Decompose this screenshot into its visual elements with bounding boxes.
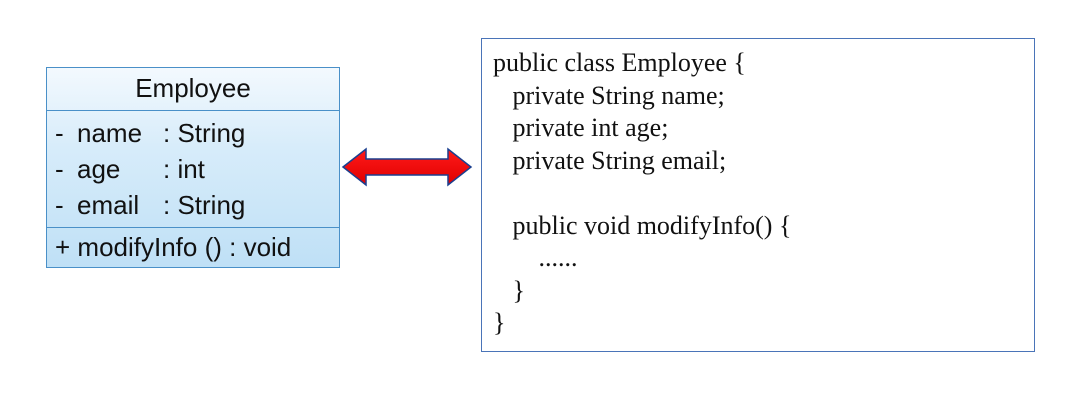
code-line: ...... bbox=[493, 243, 578, 272]
uml-class-box: Employee - name : String - age : int - e… bbox=[46, 67, 340, 268]
code-line: } bbox=[493, 308, 506, 337]
uml-attribute-visibility: - bbox=[55, 118, 64, 148]
code-line: public class Employee { bbox=[493, 48, 746, 77]
uml-attribute-row: - email : String bbox=[47, 187, 339, 223]
code-line: public void modifyInfo() { bbox=[493, 210, 792, 240]
uml-attribute-name: email bbox=[77, 190, 140, 220]
uml-class-name: Employee bbox=[47, 68, 339, 111]
uml-attribute-type: : String bbox=[163, 190, 246, 220]
uml-attribute-name: age bbox=[77, 154, 121, 184]
uml-operations-section: + modifyInfo () : void bbox=[47, 228, 339, 264]
uml-attributes-section: - name : String - age : int - email : St… bbox=[47, 111, 339, 228]
code-box: public class Employee { private String n… bbox=[481, 38, 1035, 352]
code-line: private String name; bbox=[493, 80, 725, 110]
code-line: private int age; bbox=[493, 113, 669, 142]
code-line: private String email; bbox=[493, 145, 727, 175]
uml-attribute-visibility: - bbox=[55, 190, 64, 220]
arrow-shape bbox=[341, 147, 473, 187]
uml-attribute-type: : int bbox=[163, 154, 205, 184]
uml-attribute-type: : String bbox=[163, 118, 246, 148]
code-line: } bbox=[493, 275, 525, 305]
code-line bbox=[493, 177, 1034, 210]
uml-attribute-row: - age : int bbox=[47, 151, 339, 187]
uml-attribute-name: name bbox=[77, 118, 143, 148]
double-headed-arrow-icon bbox=[341, 147, 473, 187]
uml-operation: + modifyInfo () : void bbox=[55, 232, 292, 262]
uml-attribute-row: - name : String bbox=[47, 115, 339, 151]
uml-attribute-visibility: - bbox=[55, 154, 64, 184]
